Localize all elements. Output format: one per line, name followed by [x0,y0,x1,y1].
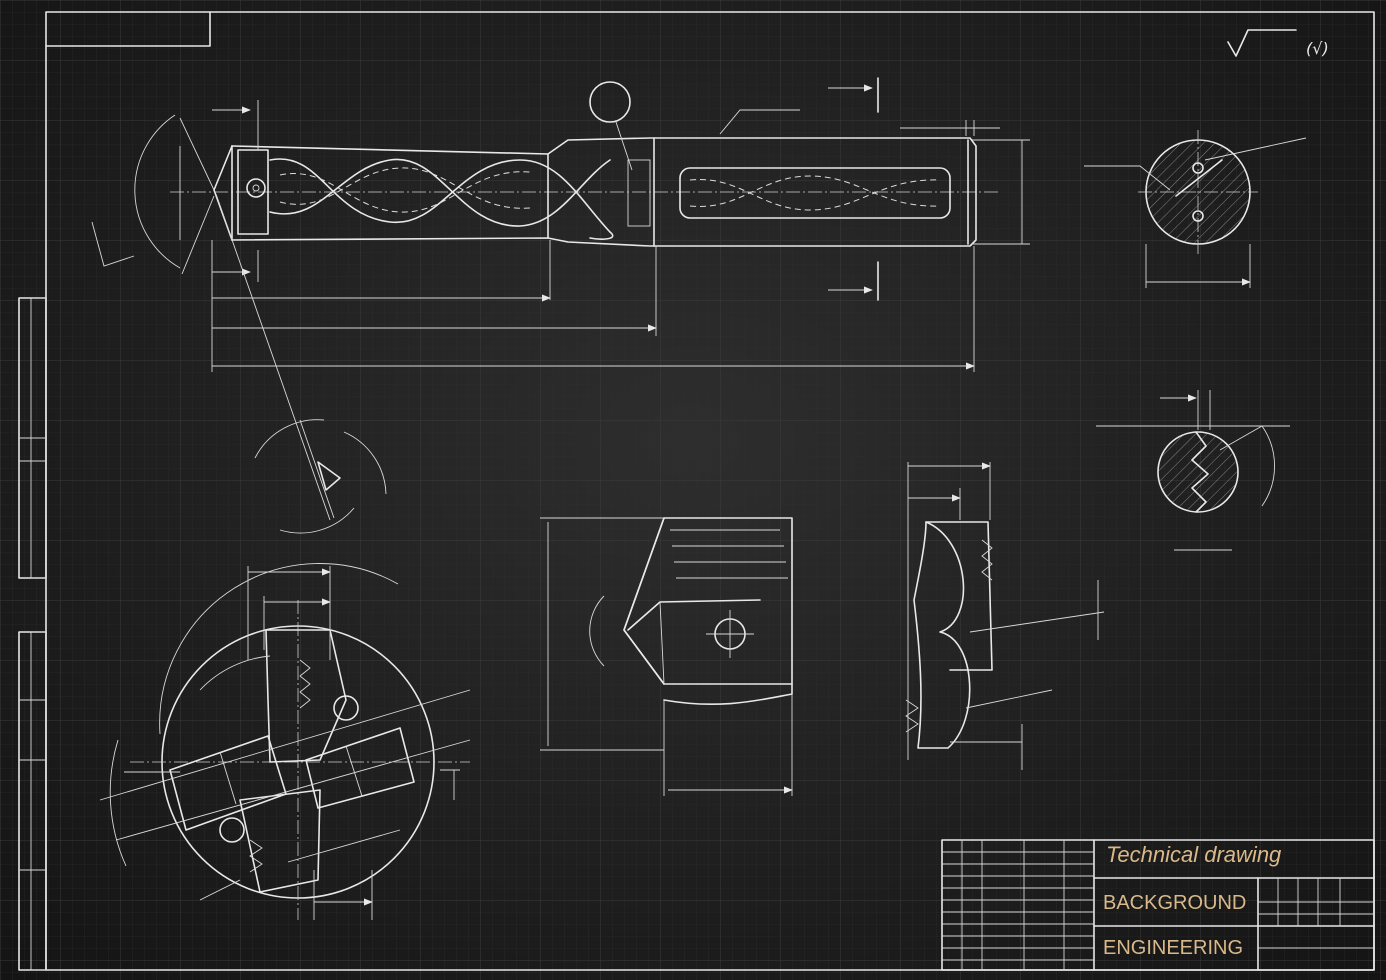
title-block-line-2: ENGINEERING [1103,937,1244,959]
title-block-title: Technical drawing [1106,842,1282,867]
angle-detail [254,419,387,534]
drill-head-face [99,563,471,920]
insert-detail [540,517,793,796]
insert-profile [905,462,1105,770]
roughness-label: (√) [1306,39,1329,58]
title-block-line-1: BACKGROUND [1103,892,1247,914]
sheet-frame [18,11,1375,971]
title-block [941,839,1375,971]
end-view [1084,130,1307,288]
thread-section [1096,390,1290,551]
drill-side-view [91,77,1030,521]
roughness-symbol: (√) [1227,29,1329,58]
